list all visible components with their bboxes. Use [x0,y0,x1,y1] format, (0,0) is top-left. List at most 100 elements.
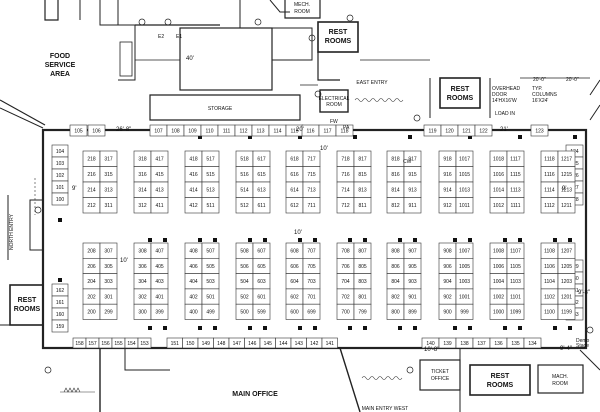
column-marker [58,218,62,222]
column-marker [518,135,522,139]
dim-20: 20' [296,127,304,133]
columns [58,135,577,330]
booth-113: 113 [257,128,265,134]
booth-912: 912 [443,203,452,209]
symbols [34,14,594,374]
booth-406: 406 [189,264,198,270]
booth-1100: 1100 [544,310,555,316]
booth-803: 803 [358,279,367,285]
column-marker [163,326,167,330]
booth-208: 208 [87,248,96,254]
booth-154: 154 [127,341,136,347]
booth-1105: 1105 [510,264,521,270]
booth-100: 100 [56,197,65,203]
booth-911: 911 [409,203,417,209]
booth-153: 153 [140,341,149,347]
booth-155: 155 [114,341,123,347]
booth-701: 701 [307,294,316,300]
booth-608: 608 [290,248,299,254]
booth-501: 501 [206,294,215,300]
booth-134: 134 [528,341,537,347]
dim-10-mid: 10' [294,230,302,236]
booth-105-cell [69,124,88,137]
booth-516: 516 [240,172,249,178]
column-marker [468,135,472,139]
rest-rooms-left-label-2: ROOMS [14,306,41,313]
fire-symbol-icon [346,14,354,22]
booth-100-cell [51,192,69,206]
booth-1117: 1117 [510,157,521,163]
column-marker [363,326,367,330]
booth-799-cell [353,303,372,320]
booth-612: 612 [290,203,299,209]
booth-503: 503 [206,279,215,285]
column-marker [148,326,152,330]
booth-411-cell [150,197,169,214]
booth-616: 616 [290,172,299,178]
pa-label: PA [343,125,350,131]
booth-299-cell [99,303,118,320]
booth-1018: 1018 [493,157,504,163]
fire-symbol-icon [314,90,322,98]
booth-157: 157 [88,341,97,347]
rest-rooms-left-label-1: REST [18,297,37,304]
booth-102: 102 [56,173,65,179]
fw-label: FW [330,119,338,125]
booth-115: 115 [291,128,299,134]
booth-119: 119 [429,128,437,134]
dim-26-8: 26'-8" [116,127,131,133]
booth-711-cell [302,197,321,214]
booth-700: 700 [341,310,350,316]
booth-502: 502 [240,294,249,300]
booth-518: 518 [240,157,249,163]
booth-600: 600 [290,310,299,316]
booth-405: 405 [155,264,164,270]
booth-1104: 1104 [544,279,555,285]
typ-columns-note-3: 16'X24' [532,98,548,104]
dim-21: 21' [500,127,508,133]
booth-606: 606 [290,264,299,270]
column-marker [213,238,217,242]
booth-1107: 1107 [510,248,521,254]
booth-120: 120 [445,128,454,134]
column-marker [553,238,557,242]
booth-512: 512 [240,203,249,209]
booth-1015: 1015 [459,172,470,178]
booth-110: 110 [206,128,214,134]
booth-712: 712 [341,203,350,209]
booth-117: 117 [324,128,332,134]
booth-156: 156 [101,341,110,347]
column-marker [398,326,402,330]
column-marker [518,326,522,330]
booth-403: 403 [155,279,164,285]
column-marker [453,326,457,330]
booth-1114: 1114 [544,188,555,194]
booth-815: 815 [358,172,367,178]
booth-718: 718 [341,157,350,163]
booth-607: 607 [257,248,266,254]
booth-999: 999 [460,310,469,316]
booth-108: 108 [171,128,180,134]
east-entry-label: EAST ENTRY [356,80,388,86]
booth-902: 902 [443,294,452,300]
booth-149: 149 [202,341,211,347]
booth-707: 707 [307,248,316,254]
booth-1108: 1108 [544,248,555,254]
booth-899: 899 [408,310,417,316]
booth-1001: 1001 [459,294,470,300]
column-marker [353,135,357,139]
booth-123-cell [530,124,549,137]
fire-symbol-icon [254,18,262,26]
booth-1102: 1102 [544,294,555,300]
booth-613: 613 [257,188,266,194]
booth-136: 136 [494,341,503,347]
notes: OVERHEAD DOOR 14'HX16'W TYP. COLUMNS 16'… [158,34,590,349]
booth-400: 400 [189,310,198,316]
booth-603: 603 [257,279,266,285]
booth-1012: 1012 [493,203,504,209]
food-service-label-2: SERVICE [45,62,76,69]
booth-1103: 1103 [510,279,521,285]
booth-913: 913 [408,188,417,194]
booth-811: 811 [359,203,367,209]
